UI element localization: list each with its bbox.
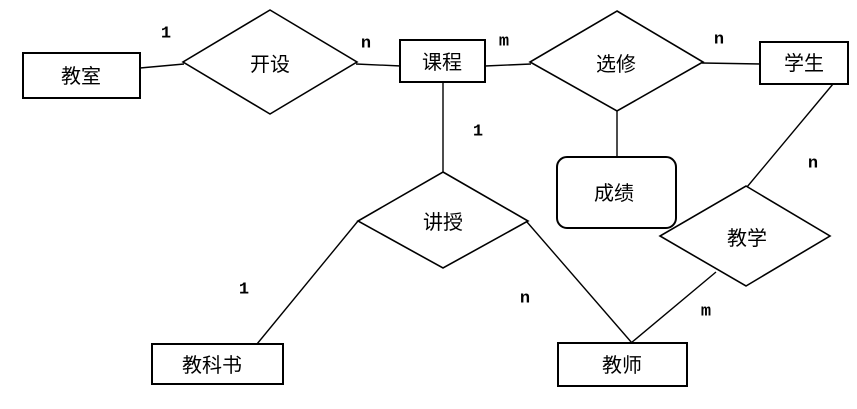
entity-course bbox=[399, 39, 486, 83]
relationship-elective bbox=[528, 10, 705, 112]
edges bbox=[139, 62, 834, 345]
entity-textbook-label: 教科书 bbox=[182, 353, 242, 377]
cardinality-lecture-textbook: 1 bbox=[239, 281, 249, 300]
edge-lecture-teacher bbox=[526, 221, 633, 344]
edge-lecture-textbook bbox=[256, 220, 359, 345]
relationship-lecture-label: 讲授 bbox=[423, 210, 463, 234]
entity-teacher bbox=[557, 342, 688, 387]
cardinality-labels: 1 n m n 1 n 1 n m bbox=[161, 25, 818, 322]
entity-grade bbox=[556, 156, 677, 229]
entity-course-label: 课程 bbox=[422, 50, 462, 74]
cardinality-teaching-teacher: m bbox=[701, 303, 711, 322]
relationship-shapes bbox=[181, 9, 832, 287]
entity-teacher-label: 教师 bbox=[602, 353, 642, 377]
entity-grade-label: 成绩 bbox=[594, 181, 634, 205]
cardinality-lecture-teacher: n bbox=[520, 290, 530, 309]
relationship-teaching-label: 教学 bbox=[727, 226, 767, 250]
edge-student-teaching bbox=[746, 83, 834, 188]
entity-student bbox=[759, 41, 849, 85]
cardinality-offer-course: n bbox=[361, 35, 371, 54]
relationship-lecture bbox=[356, 171, 530, 269]
entity-labels: 教室 课程 学生 成绩 教科书 教师 bbox=[61, 50, 824, 377]
entity-student-label: 学生 bbox=[784, 51, 824, 75]
cardinality-elective-student: n bbox=[714, 31, 724, 50]
cardinality-student-teaching: n bbox=[808, 155, 818, 174]
relationship-offer bbox=[181, 9, 359, 115]
relationship-labels: 开设 选修 讲授 教学 bbox=[250, 52, 767, 250]
edge-course-elective bbox=[484, 63, 532, 67]
relationship-teaching bbox=[658, 185, 832, 287]
cardinality-course-lecture: 1 bbox=[473, 123, 483, 142]
cardinality-course-elective: m bbox=[499, 33, 509, 52]
relationship-offer-label: 开设 bbox=[250, 52, 290, 76]
entity-classroom-label: 教室 bbox=[61, 64, 101, 88]
edge-teaching-teacher bbox=[630, 271, 717, 344]
edge-classroom-offer bbox=[139, 63, 185, 69]
edge-offer-course bbox=[355, 63, 402, 67]
entity-textbook bbox=[151, 343, 284, 385]
entity-classroom bbox=[22, 52, 141, 99]
edge-elective-student bbox=[701, 62, 762, 65]
relationship-elective-label: 选修 bbox=[596, 52, 636, 76]
entity-shapes bbox=[22, 39, 849, 387]
cardinality-classroom-offer: 1 bbox=[161, 25, 171, 44]
